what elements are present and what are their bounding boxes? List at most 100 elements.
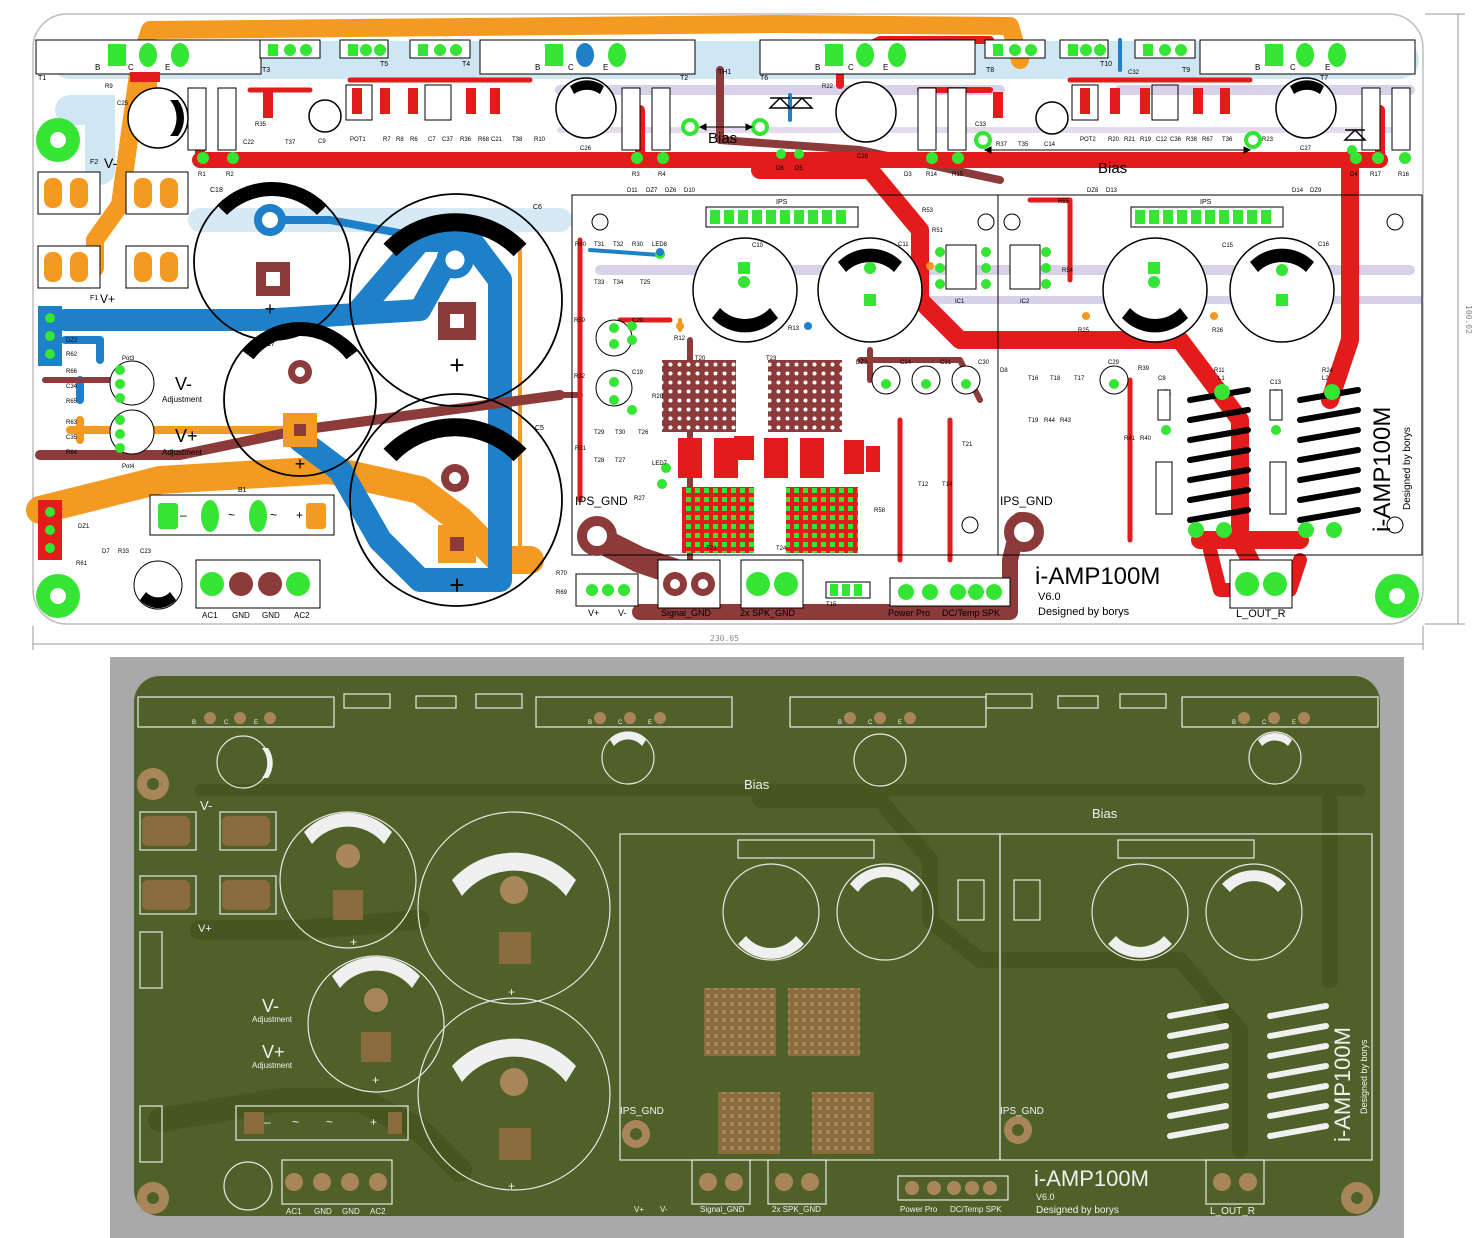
bce-pads-t6 <box>825 43 906 67</box>
v-minus-adjustment-label: Adjustment <box>162 395 203 404</box>
svg-text:D4: D4 <box>1350 172 1358 178</box>
svg-text:C: C <box>868 720 873 726</box>
svg-text:R20: R20 <box>1108 137 1120 143</box>
svg-text:+: + <box>370 1115 377 1129</box>
svg-text:LED7: LED7 <box>652 461 668 467</box>
dimension-height: 100.02 <box>1464 305 1473 334</box>
render-ac1: AC1 <box>286 1207 302 1216</box>
svg-text:+: + <box>265 299 276 319</box>
svg-text:DZ2: DZ2 <box>66 338 78 344</box>
svg-text:POT1: POT1 <box>350 137 366 143</box>
signal-gnd-label: Signal_GND <box>661 608 712 618</box>
svg-text:~: ~ <box>228 508 235 522</box>
svg-text:R7: R7 <box>383 137 391 143</box>
svg-text:TH1: TH1 <box>718 69 731 76</box>
ac2-label: AC2 <box>294 611 310 620</box>
svg-text:R44: R44 <box>1044 418 1056 424</box>
bottom-connectors: V+ V- Signal_GND 2x SPK_GND Power Pro DC… <box>556 559 1293 620</box>
capacitor-c17: + C17 <box>223 322 377 477</box>
small-transistor-pads <box>268 44 1187 56</box>
svg-text:T32: T32 <box>613 242 624 248</box>
svg-text:R54: R54 <box>1062 268 1074 274</box>
svg-text:D5: D5 <box>795 166 803 172</box>
svg-text:R12: R12 <box>674 336 686 342</box>
svg-text:R39: R39 <box>1138 366 1150 372</box>
render-v-plus-adj: V+ <box>262 1042 285 1062</box>
svg-text:R24: R24 <box>1322 368 1334 374</box>
svg-text:C22: C22 <box>243 140 255 146</box>
svg-text:T16: T16 <box>1028 376 1039 382</box>
svg-text:C9: C9 <box>318 139 326 145</box>
bce-pads-t1 <box>108 43 189 67</box>
ips-gnd-right-label: IPS_GND <box>1000 494 1053 508</box>
svg-text:C33: C33 <box>975 122 987 128</box>
svg-text:C5: C5 <box>535 425 544 432</box>
svg-text:R8: R8 <box>396 137 404 143</box>
top-layout: + C18 + C6 + C17 <box>26 13 1473 650</box>
svg-text:B: B <box>838 720 842 726</box>
svg-text:T7: T7 <box>1320 75 1328 82</box>
render-ips-gnd-left: IPS_GND <box>620 1106 664 1117</box>
svg-text:C13: C13 <box>1270 380 1282 386</box>
svg-text:IC2: IC2 <box>1020 299 1030 305</box>
svg-text:D6: D6 <box>776 166 784 172</box>
render-board-name: i-AMP100M <box>1034 1166 1149 1191</box>
filter-capacitors: + C18 + C6 + C17 <box>193 181 563 607</box>
svg-text:T20: T20 <box>695 356 706 362</box>
svg-text:F1: F1 <box>90 295 98 302</box>
bce-pads-t2 <box>545 43 626 67</box>
render-v-minus: V- <box>200 798 212 813</box>
svg-text:L2: L2 <box>1322 376 1329 382</box>
render-l-out-r: L_OUT_R <box>1210 1206 1255 1217</box>
v-plus-adjustment-label: Adjustment <box>162 448 203 457</box>
render-array-t22 <box>718 1092 780 1154</box>
render-bias-right: Bias <box>1092 806 1118 821</box>
svg-text:C21: C21 <box>491 137 503 143</box>
svg-text:Pot3: Pot3 <box>122 356 135 362</box>
board-author-vertical: Designed by borys <box>1402 427 1413 510</box>
svg-text:R35: R35 <box>255 122 267 128</box>
spk-gnd-label: 2x SPK_GND <box>740 608 796 618</box>
svg-text:R38: R38 <box>1186 137 1198 143</box>
svg-text:R6: R6 <box>410 137 418 143</box>
svg-text:R14: R14 <box>926 172 938 178</box>
ips-gnd-left-label: IPS_GND <box>575 494 628 508</box>
render-v-minus-adjustment: Adjustment <box>252 1015 293 1024</box>
svg-text:T27: T27 <box>615 458 626 464</box>
board-title-vertical: i-AMP100M <box>1369 407 1396 532</box>
svg-text:E: E <box>1292 720 1296 726</box>
svg-text:R40: R40 <box>1140 436 1152 442</box>
svg-text:T8: T8 <box>986 67 994 74</box>
svg-text:T24: T24 <box>776 546 787 552</box>
dimension-lines <box>32 13 1465 650</box>
svg-text:R27: R27 <box>634 496 646 502</box>
svg-text:C35: C35 <box>66 435 78 441</box>
v-minus-adj-label: V- <box>175 374 192 394</box>
svg-text:R63: R63 <box>66 420 78 426</box>
svg-text:T37: T37 <box>285 140 296 146</box>
svg-text:T33: T33 <box>594 280 605 286</box>
svg-text:R1: R1 <box>198 172 206 178</box>
svg-text:T23: T23 <box>766 356 777 362</box>
svg-text:C10: C10 <box>752 243 764 249</box>
render-board-version: V6.0 <box>1036 1192 1055 1202</box>
svg-text:T38: T38 <box>512 137 523 143</box>
svg-text:D14: D14 <box>1292 188 1304 194</box>
svg-text:–: – <box>180 508 187 522</box>
svg-text:C26: C26 <box>580 146 592 152</box>
svg-text:T3: T3 <box>262 67 270 74</box>
render-dc-temp-spk: DC/Temp SPK <box>950 1205 1002 1214</box>
render-supply-v-plus: V+ <box>634 1205 644 1214</box>
dc-temp-spk-label: DC/Temp SPK <box>942 608 1000 618</box>
svg-text:C19: C19 <box>632 370 644 376</box>
render-array-t20 <box>704 988 776 1056</box>
svg-text:C15: C15 <box>1222 243 1234 249</box>
svg-text:R30: R30 <box>632 242 644 248</box>
bias-label-right: Bias <box>1098 160 1127 177</box>
svg-text:T35: T35 <box>1018 142 1029 148</box>
svg-text:C30: C30 <box>978 360 990 366</box>
svg-text:~: ~ <box>292 1115 299 1129</box>
